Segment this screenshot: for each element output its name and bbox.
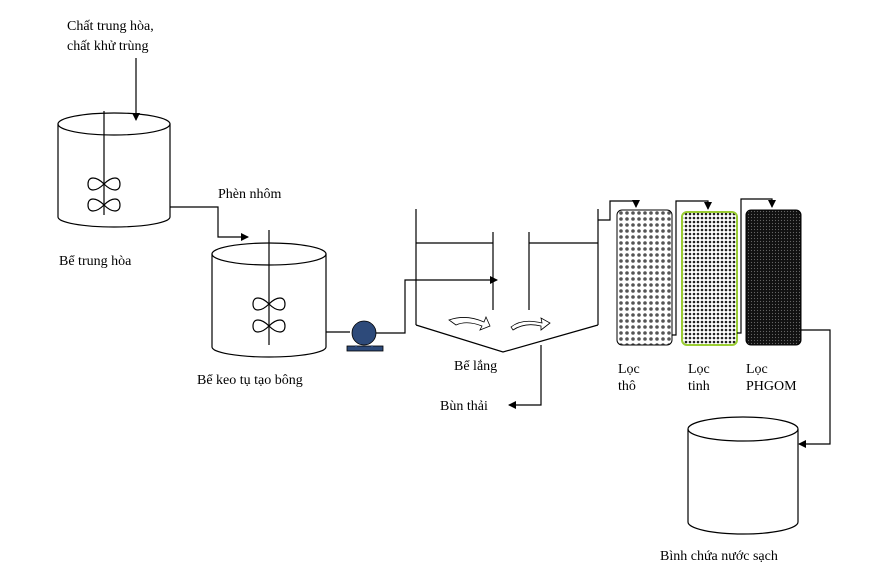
sludge-outlet-arrow xyxy=(508,345,542,409)
flow-coarse-to-fine-filter xyxy=(672,200,712,336)
coagulation-tank xyxy=(211,230,327,358)
coarse-filter-label-1: Lọc xyxy=(618,362,640,377)
pump-icon xyxy=(346,320,384,352)
flow-phgom-to-clean-water xyxy=(798,329,831,448)
chemicals-label-2: chất khử trùng xyxy=(67,39,148,54)
chemicals-label-1: Chất trung hòa, xyxy=(67,19,154,34)
phgom-filter-label-1: Lọc xyxy=(746,362,768,377)
coarse-filter-label-2: thô xyxy=(618,379,636,394)
phgom-filter-label-2: PHGOM xyxy=(746,379,797,394)
fine-filter-label-1: Lọc xyxy=(688,362,710,377)
mixer-icon xyxy=(87,177,121,212)
coarse-filter xyxy=(616,209,673,346)
flow-swirl-icon xyxy=(448,315,491,331)
flow-fine-to-phgom-filter xyxy=(737,198,776,334)
flow-settling-to-coarse-filter xyxy=(598,200,640,221)
flow-swirl-icon xyxy=(510,317,551,331)
clean-water-tank-label: Bình chứa nước sạch xyxy=(660,549,778,564)
alum-label: Phèn nhôm xyxy=(218,187,282,202)
clean-water-tank xyxy=(687,416,799,535)
mixer-icon xyxy=(252,297,286,333)
neutralization-tank-label: Bể trung hòa xyxy=(59,254,132,269)
neutralization-tank xyxy=(57,111,171,228)
phgom-filter xyxy=(745,209,802,346)
settling-tank-label: Bể lắng xyxy=(454,359,497,374)
coagulation-tank-label: Bể keo tụ tạo bông xyxy=(197,373,303,388)
flow-neutralization-to-coagulation xyxy=(170,206,249,241)
sludge-label: Bùn thải xyxy=(440,399,488,414)
settling-tank xyxy=(415,209,599,353)
fine-filter-label-2: tinh xyxy=(688,379,710,394)
fine-filter xyxy=(681,211,738,346)
flow-pump-to-settling xyxy=(376,276,498,334)
